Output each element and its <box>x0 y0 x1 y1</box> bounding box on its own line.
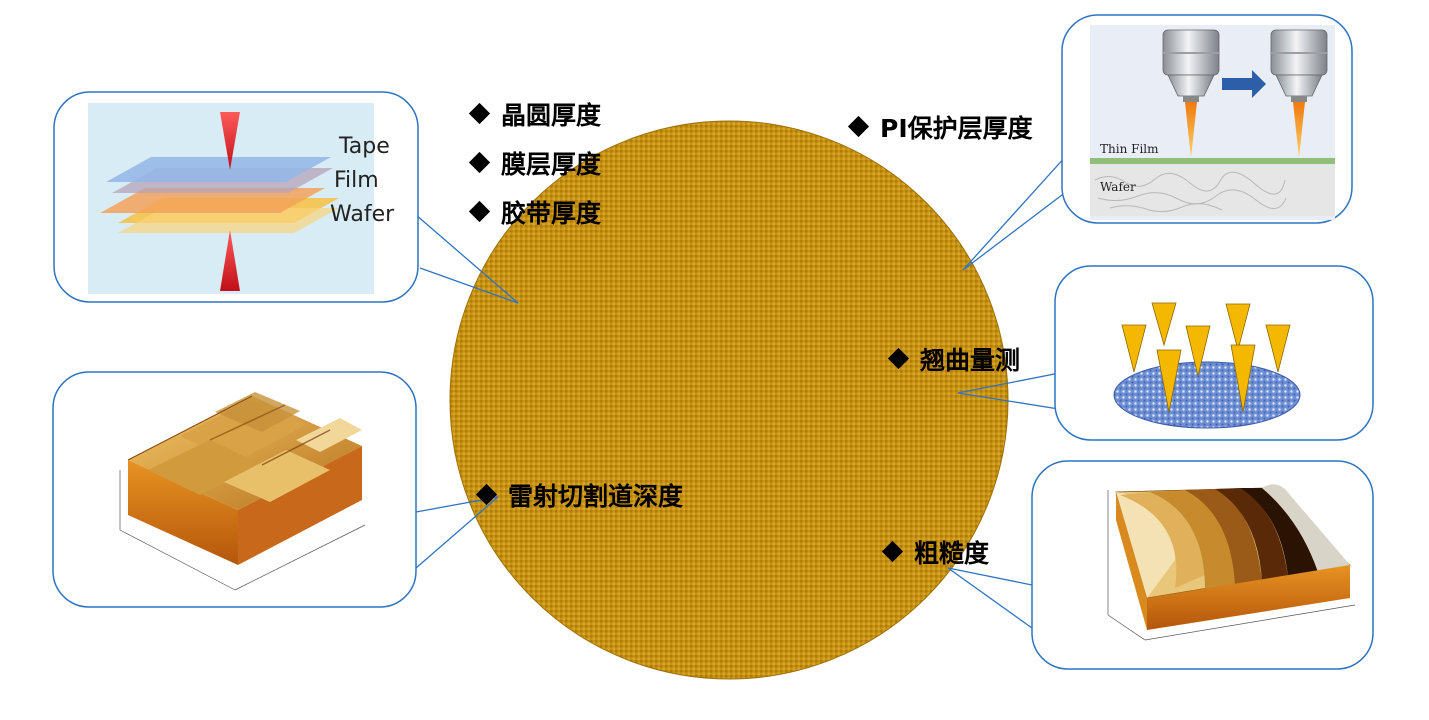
label-warpage: 翘曲量测 <box>887 346 1021 375</box>
wafer-disc <box>449 120 1009 680</box>
label-text: 胶带厚度 <box>501 199 602 228</box>
move-arrow-icon <box>1222 70 1266 98</box>
dicing-3d-surface <box>127 392 362 565</box>
bullet-diamond-icon <box>475 483 498 506</box>
stack-label-film: Film <box>334 168 379 193</box>
label-tape-thickness: 胶带厚度 <box>468 199 602 228</box>
laser-beam-bottom-icon <box>220 230 240 291</box>
bullet-diamond-icon <box>887 347 910 370</box>
label-film-thickness: 膜层厚度 <box>468 150 602 179</box>
bullet-diamond-icon <box>881 540 904 563</box>
laser-beam-top-icon <box>220 112 240 170</box>
label-pi-thickness: PI保护层厚度 <box>847 114 1033 143</box>
objective-lens-left-icon <box>1162 29 1220 158</box>
objective-lens-right-icon <box>1270 29 1328 158</box>
wafer-label: Wafer <box>1100 180 1136 194</box>
stack-label-wafer: Wafer <box>330 202 395 227</box>
label-text: 膜层厚度 <box>501 150 602 179</box>
roughness-axes <box>1107 490 1356 641</box>
label-wafer-thickness: 晶圆厚度 <box>468 101 602 130</box>
roughness-3d-surface <box>1115 484 1351 630</box>
warpage-wafer <box>1113 361 1301 429</box>
bullet-diamond-icon <box>847 115 870 138</box>
bullet-diamond-icon <box>468 200 491 223</box>
thin-film-layer <box>1090 158 1335 164</box>
substrate-texture <box>1094 171 1287 213</box>
stack-layers <box>100 157 339 233</box>
probe-cone-icon <box>1225 303 1251 352</box>
dicing-axes <box>119 470 366 591</box>
label-text: 粗糙度 <box>914 539 990 568</box>
label-laser-depth: 雷射切割道深度 <box>475 482 684 511</box>
probe-cones <box>1121 302 1291 413</box>
label-text: 晶圆厚度 <box>501 101 602 130</box>
thin-film-label: Thin Film <box>1100 142 1159 156</box>
probe-cone-icon <box>1185 325 1211 377</box>
stack-label-tape: Tape <box>339 134 390 159</box>
bullet-diamond-icon <box>468 102 491 125</box>
probe-cone-icon <box>1156 349 1182 413</box>
probe-cone-icon <box>1121 324 1147 373</box>
label-text: 翘曲量测 <box>920 346 1021 375</box>
label-text: PI保护层厚度 <box>880 114 1033 143</box>
probe-cone-icon <box>1151 302 1177 347</box>
label-text: 雷射切割道深度 <box>508 482 684 511</box>
bullet-diamond-icon <box>468 151 491 174</box>
probe-cone-icon <box>1230 344 1256 413</box>
probe-cone-icon <box>1265 324 1291 373</box>
pointer-lines <box>407 134 1096 629</box>
label-roughness: 粗糙度 <box>881 539 990 568</box>
